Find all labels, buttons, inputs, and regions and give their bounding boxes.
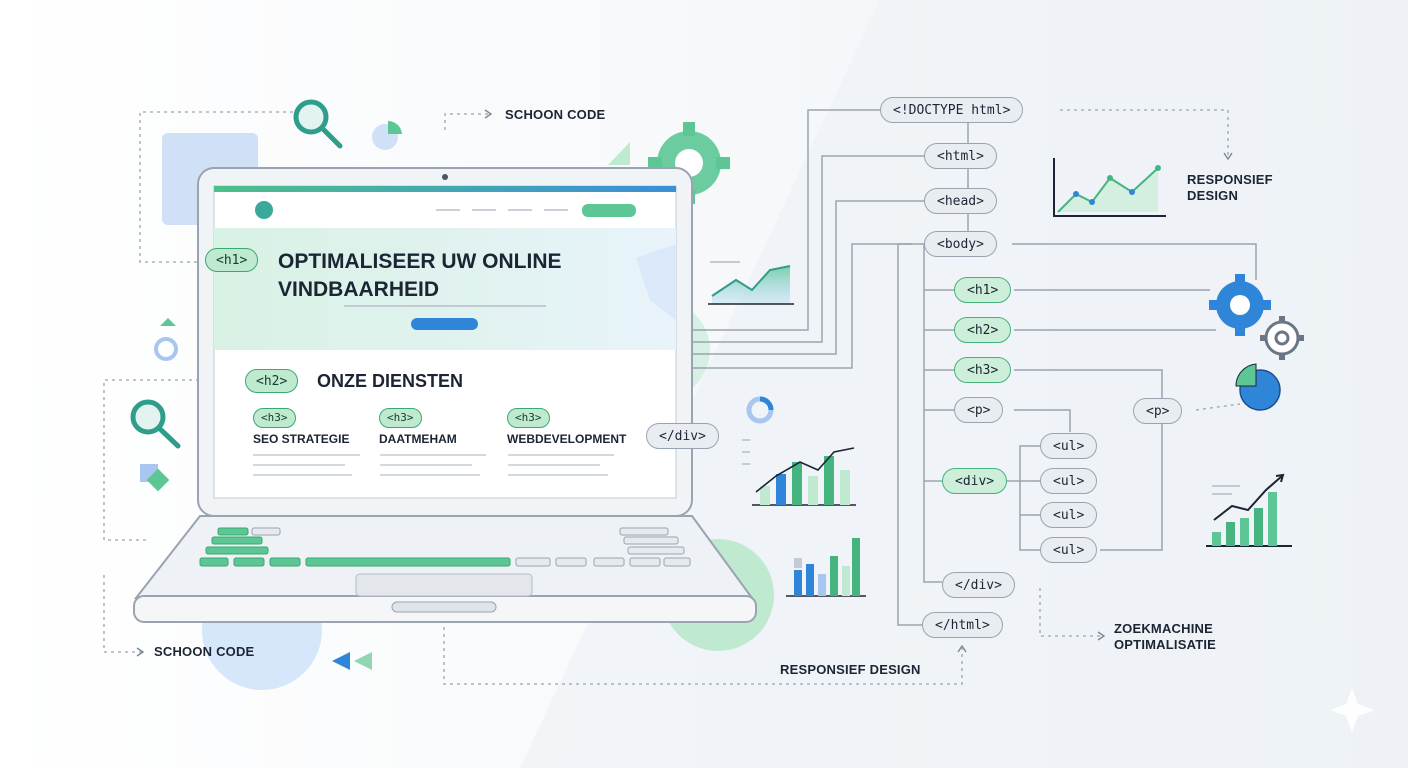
service-tag: <h3> bbox=[253, 408, 296, 428]
search-icon bbox=[293, 99, 343, 149]
service-title: WEBDEVELOPMENT bbox=[507, 432, 627, 446]
donut-icon bbox=[746, 396, 774, 424]
tree-head-tag: <head> bbox=[924, 188, 997, 214]
tree-ul-tag: <ul> bbox=[1040, 468, 1098, 494]
tree-ul-tag: <ul> bbox=[1040, 433, 1098, 459]
sparkle-icon bbox=[1330, 688, 1374, 732]
label-responsief-2: DESIGN bbox=[1187, 188, 1239, 203]
service-tag: <h3> bbox=[507, 408, 550, 428]
tree-html-tag: <html> bbox=[924, 143, 997, 169]
screen-h1-tag: <h1> bbox=[205, 248, 259, 272]
pie-chart-icon-right bbox=[1235, 363, 1281, 411]
tree-p-tag: <p> bbox=[954, 397, 1004, 423]
decor-triangle-small bbox=[160, 318, 176, 326]
label-zoekmachine-2: OPTIMALISATIE bbox=[1114, 637, 1217, 652]
label-zoekmachine-1: ZOEKMACHINE bbox=[1114, 621, 1213, 636]
tree-ul-tag: <ul> bbox=[1040, 502, 1098, 528]
tree-doctype-tag: <!DOCTYPE html> bbox=[880, 97, 1024, 123]
tree-p-right-tag: <p> bbox=[1133, 398, 1183, 424]
decor-triangle bbox=[608, 142, 630, 165]
bar-chart-icon-middle bbox=[742, 439, 856, 506]
screen-h1-heading: OPTIMALISEER UW ONLINE VINDBAARHEID bbox=[278, 248, 628, 304]
arrow-heads bbox=[136, 109, 1233, 657]
tree-div-tag: <div> bbox=[942, 468, 1008, 494]
label-responsief-design-bottom: RESPONSIEF DESIGN bbox=[780, 662, 921, 677]
label-responsief-1: RESPONSIEF bbox=[1187, 172, 1273, 187]
laptop-tree-connectors bbox=[692, 109, 924, 369]
decor-ring bbox=[154, 337, 178, 361]
label-schoon-code-bottom: SCHOON CODE bbox=[154, 644, 255, 659]
tree-h1-tag: <h1> bbox=[954, 277, 1012, 303]
line-chart-icon-top bbox=[1053, 158, 1166, 217]
left-dashed-connectors bbox=[103, 109, 1241, 685]
screen-h2-heading: ONZE DIENSTEN bbox=[317, 371, 464, 391]
tree-div-close-tag: </div> bbox=[942, 572, 1015, 598]
tree-body-tag: <body> bbox=[924, 231, 997, 257]
tree-h2-tag: <h2> bbox=[954, 317, 1012, 343]
screen-div-close-tag: </div> bbox=[646, 423, 719, 449]
search-icon-left bbox=[130, 399, 181, 449]
area-chart-icon bbox=[708, 261, 794, 305]
gear-icon-blue bbox=[1209, 274, 1271, 336]
service-title: DAATMEHAM bbox=[379, 432, 457, 446]
screen-h2-tag: <h2> bbox=[245, 369, 299, 393]
bar-chart-icon-bottom bbox=[786, 538, 866, 597]
bar-chart-icon-right bbox=[1206, 473, 1292, 547]
screen-h1-line1: OPTIMALISEER UW ONLINE bbox=[278, 250, 562, 273]
label-schoon-code-top: SCHOON CODE bbox=[505, 107, 606, 122]
screen-h1-line2: VINDBAARHEID bbox=[278, 278, 440, 301]
tree-ul-tag: <ul> bbox=[1040, 537, 1098, 563]
laptop bbox=[133, 167, 757, 623]
service-tag: <h3> bbox=[379, 408, 422, 428]
service-title: SEO STRATEGIE bbox=[253, 432, 350, 446]
tree-html-close-tag: </html> bbox=[922, 612, 1003, 638]
gear-icon-gray bbox=[1260, 316, 1304, 360]
pie-chart-icon bbox=[372, 120, 402, 150]
rewind-icon bbox=[332, 652, 372, 670]
tree-h3-tag: <h3> bbox=[954, 357, 1012, 383]
html-tree-connectors bbox=[897, 123, 1257, 626]
